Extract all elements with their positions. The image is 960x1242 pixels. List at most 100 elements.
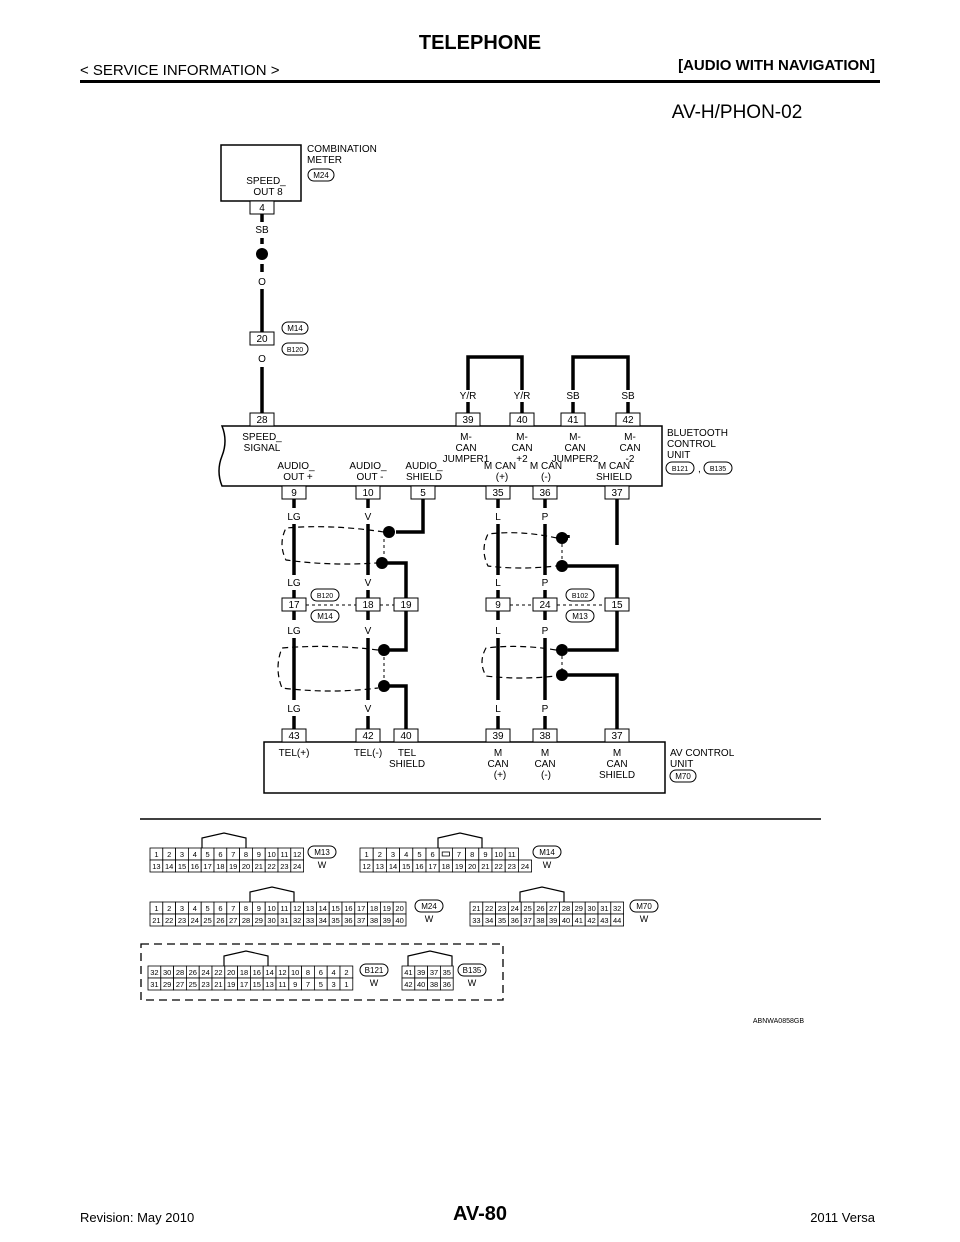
connector-pin-number: 34 [319,916,327,925]
connector-pin-number: 22 [165,916,173,925]
connector-pin-number: 3 [391,850,395,859]
svg-text:AUDIO_: AUDIO_ [349,461,387,472]
meter-pin-label: SPEED_ [246,176,286,187]
connector-pin-number: 11 [281,850,289,859]
connector-pin-number: 4 [404,850,408,859]
connector-pin-number: 3 [332,980,336,989]
connector-pin-number: 1 [154,904,158,913]
svg-text:JUMPER1: JUMPER1 [443,454,490,465]
svg-text:M-: M- [569,432,581,443]
connector-pin-number: 27 [176,980,184,989]
svg-text:24: 24 [539,600,551,611]
svg-text:40: 40 [400,731,412,742]
connector-pin-number: 36 [511,916,519,925]
connector-pin-number: 18 [216,862,224,871]
connector-pin-number: 27 [549,904,557,913]
connector-pin-number: 30 [267,916,275,925]
connector-pin-number: 17 [203,862,211,871]
svg-text:SHIELD: SHIELD [599,770,635,781]
connector-pin-number: 40 [395,916,403,925]
svg-text:B120: B120 [317,593,333,600]
connector-pin-number: 42 [587,916,595,925]
connector-pin-number: 22 [214,968,222,977]
connector-pin-number: 13 [306,904,314,913]
connector-pin-number: 6 [431,850,435,859]
connector-pin-number: 17 [357,904,365,913]
connector-pin-number: 35 [443,968,451,977]
wire-color-sb-3: SB [621,391,635,402]
connector-color: W [370,978,379,988]
connector-pin-number: 7 [457,850,461,859]
connector-pin-number: 24 [511,904,519,913]
connector-pin-number: 13 [265,980,273,989]
svg-text:CAN: CAN [564,443,585,454]
connector-pin-number: 5 [206,904,210,913]
connector-pin-number: 35 [331,916,339,925]
connector-pin-number: 35 [498,916,506,925]
connector-pin-number: 6 [319,968,323,977]
connector-pin-number: 32 [613,904,621,913]
speed-wire: SB O 20 M14 B120 O [249,214,309,414]
connector-pin-number: 4 [332,968,336,977]
connector-pin-number: 15 [402,862,410,871]
svg-text:37: 37 [611,731,623,742]
svg-text:+2: +2 [516,454,528,465]
svg-text:SHIELD: SHIELD [596,472,632,483]
connector-badge [457,963,487,977]
connector-name: B121 [365,966,384,975]
connector-pin-number: 29 [575,904,583,913]
connector-pin-number: 4 [193,850,197,859]
svg-text:(+): (+) [494,770,507,781]
connector-pin-number: 3 [180,904,184,913]
connector-pin-number: 24 [191,916,199,925]
connector-pin-number: 40 [562,916,570,925]
splice-point [256,248,268,260]
page-title: TELEPHONE [418,32,542,54]
connector-pin-number: 17 [428,862,436,871]
svg-text:38: 38 [539,731,551,742]
connector-pin-number: 18 [370,904,378,913]
connector-pin-number: 26 [536,904,544,913]
connector-pin-number: 22 [267,862,275,871]
connector-pin-number: 29 [255,916,263,925]
svg-text:V: V [365,704,372,715]
connector-pin-number: 33 [306,916,314,925]
svg-text:SHIELD: SHIELD [389,759,425,770]
connector-pin-number: 12 [362,862,370,871]
svg-text:OUT -: OUT - [356,472,383,483]
svg-text:9: 9 [495,600,501,611]
connector-pin-number: 26 [216,916,224,925]
connector-color: W [318,860,327,870]
connector-pin-number: 22 [485,904,493,913]
connector-pin-number: 8 [244,850,248,859]
connector-pin-number: 41 [575,916,583,925]
wire-color-sb: SB [255,225,269,236]
svg-text:(-): (-) [541,770,551,781]
connector-name: M14 [539,848,555,857]
svg-text:V: V [365,512,372,523]
diagram-id: AV-H/PHON-02 [672,102,803,123]
svg-text:42: 42 [622,415,634,426]
svg-text:CAN: CAN [511,443,532,454]
svg-text:P: P [542,512,549,523]
svg-text:UNIT: UNIT [667,450,690,461]
connector-pin-number: 19 [227,980,235,989]
svg-text:LG: LG [287,704,301,715]
svg-text:18: 18 [362,600,374,611]
svg-text:UNIT: UNIT [670,759,693,770]
svg-text:LG: LG [287,626,301,637]
av-connector-m70: M70 [675,772,691,781]
svg-text:M: M [541,748,549,759]
connector-pin-number: 28 [242,916,250,925]
joint-connector-b120: B120 [287,347,303,354]
connector-pin-number: 15 [178,862,186,871]
connector-pin-number: 21 [152,916,160,925]
svg-text:B102: B102 [572,593,588,600]
connector-pin-number: 23 [280,862,288,871]
svg-text:43: 43 [288,731,300,742]
connector-pin-number: 2 [167,904,171,913]
connector-pin-number: 20 [395,904,403,913]
svg-text:M-: M- [624,432,636,443]
